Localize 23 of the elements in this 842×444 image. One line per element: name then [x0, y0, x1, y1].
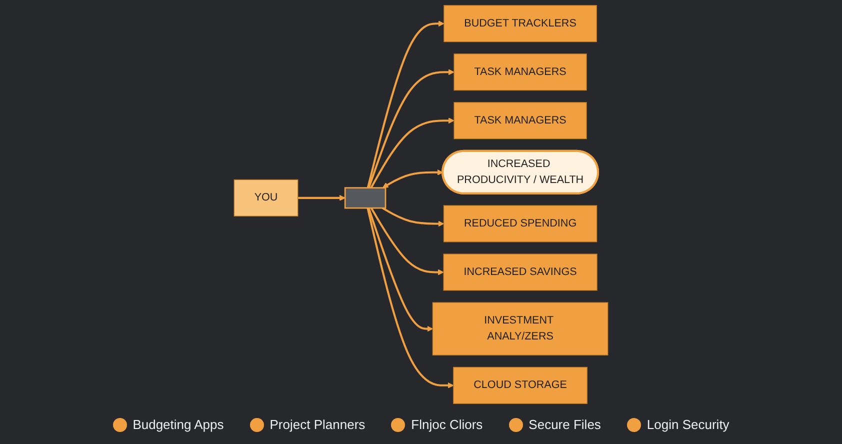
- legend-text: Secure Files: [528, 417, 601, 432]
- arrow: [382, 169, 444, 188]
- node-box: BUDGET TRACKLERS: [444, 5, 597, 42]
- arrow: [370, 118, 454, 188]
- arrow: [366, 20, 444, 188]
- arrow: [368, 208, 433, 332]
- legend-text: Flnjoc Cliors: [411, 417, 483, 432]
- node-box: TASK MANAGERS: [454, 54, 587, 91]
- node-box: INVESTMENT ANALY/ZERS: [432, 302, 608, 356]
- node-box: REDUCED SPENDING: [443, 205, 598, 242]
- arrow: [370, 208, 444, 276]
- arrow: [382, 207, 444, 227]
- arrow: [366, 208, 454, 388]
- arrow: [368, 69, 454, 188]
- node-box: [344, 187, 386, 209]
- arrow: [298, 194, 346, 201]
- node-box: TASK MANAGERS: [454, 102, 587, 140]
- legend-text: Project Planners: [270, 417, 366, 432]
- node-box: INCREASED SAVINGS: [443, 254, 598, 291]
- node-box: CLOUD STORAGE: [453, 366, 588, 404]
- legend-text: Budgeting Apps: [132, 417, 224, 432]
- node-box: YOU: [234, 179, 298, 216]
- legend-text: Login Security: [646, 417, 730, 432]
